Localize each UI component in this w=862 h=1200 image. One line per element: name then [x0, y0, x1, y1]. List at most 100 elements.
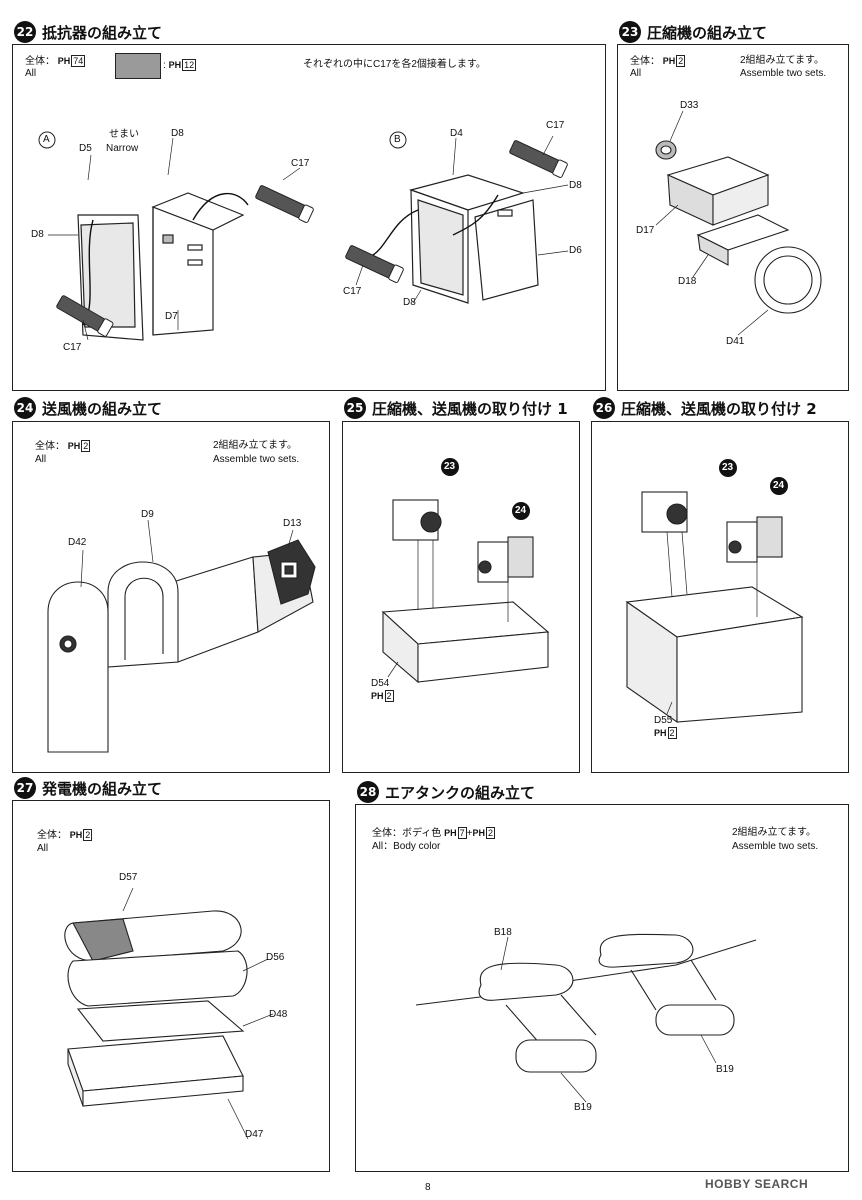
paint-code: 2: [676, 55, 686, 67]
step-number: 27: [14, 777, 36, 799]
label-d33: D33: [680, 100, 699, 111]
compressor-drawing: [655, 110, 822, 336]
ph-icon: PH: [444, 828, 457, 838]
air-tank-drawing: [415, 933, 757, 1103]
watermark: HOBBY SEARCH: [705, 1177, 809, 1191]
label-d55: D55: [654, 715, 673, 726]
label-d5: D5: [79, 143, 92, 154]
ph-icon: PH: [654, 728, 667, 738]
step-number: 23: [619, 21, 641, 43]
label-d18: D18: [678, 276, 697, 287]
note-en: Assemble two sets.: [732, 841, 819, 852]
label-b18: B18: [494, 927, 512, 938]
label-d56: D56: [266, 952, 285, 963]
note-jp: 2組組み立てます。: [213, 440, 298, 451]
label-d6: D6: [569, 245, 582, 256]
step-number: 28: [357, 781, 379, 803]
step-title: 発電機の組み立て: [42, 779, 163, 798]
step-number: 25: [344, 397, 366, 419]
label-c17-a: C17: [291, 158, 310, 169]
step-number: 26: [593, 397, 615, 419]
paint-code: 2: [485, 827, 495, 839]
step-title: 送風機の組み立て: [42, 399, 163, 418]
label-whole: 全体：: [37, 830, 67, 841]
note-en: Assemble two sets.: [213, 454, 300, 465]
label-semai: せまい: [109, 129, 139, 140]
step-title: 圧縮機、送風機の取り付け 1: [372, 399, 568, 418]
step-number: 24: [14, 397, 36, 419]
label-c17-d: C17: [343, 286, 362, 297]
paint-code: 2: [667, 727, 677, 739]
ref-step-23: 23: [722, 462, 734, 473]
paint-code: 2: [81, 440, 91, 452]
paint-code: 7: [457, 827, 467, 839]
label-whole: 全体：: [630, 56, 660, 67]
page-number: 8: [425, 1182, 431, 1193]
label-whole: 全体：ボディ色: [372, 828, 442, 839]
label-d8-a: D8: [171, 128, 184, 139]
ph-icon: PH: [69, 830, 83, 840]
note-en: Assemble two sets.: [740, 68, 827, 79]
step-28-header: 28 エアタンクの組み立て: [357, 781, 535, 803]
label-whole: 全体：: [35, 441, 65, 452]
ph-icon: PH: [67, 441, 81, 451]
note-jp: 2組組み立てます。: [740, 55, 825, 66]
blower-drawing: [47, 519, 316, 753]
mount-drawing-2: [625, 459, 804, 724]
label-d54: D54: [371, 678, 390, 689]
label-d4: D4: [450, 128, 463, 139]
ph-icon: PH: [371, 691, 384, 701]
label-narrow: Narrow: [106, 143, 139, 154]
step-title: 圧縮機の組み立て: [647, 23, 768, 42]
ph-icon: PH: [472, 828, 485, 838]
ph-icon: PH: [57, 56, 71, 66]
label-a: A: [43, 134, 50, 145]
info-all: All: [630, 68, 642, 79]
label-d57: D57: [119, 872, 138, 883]
label-d41: D41: [726, 336, 745, 347]
step-22-header: 22 抵抗器の組み立て: [14, 21, 162, 43]
label-b19-b: B19: [716, 1064, 734, 1075]
label-d9: D9: [141, 509, 154, 520]
label-d8-c: D8: [569, 180, 582, 191]
ref-step-23: 23: [444, 461, 456, 472]
step-title: 圧縮機、送風機の取り付け 2: [621, 399, 817, 418]
label-d42: D42: [68, 537, 87, 548]
paint-code: 12: [182, 59, 197, 71]
label-b19-a: B19: [574, 1102, 592, 1113]
generator-drawing: [64, 887, 274, 1140]
label-c17-c: C17: [546, 120, 565, 131]
label-d47: D47: [245, 1129, 264, 1140]
label-d7: D7: [165, 311, 178, 322]
label-d8-b: D8: [31, 229, 44, 240]
step-title: エアタンクの組み立て: [385, 783, 536, 802]
step-24-header: 24 送風機の組み立て: [14, 397, 162, 419]
ph-icon: PH: [168, 60, 182, 70]
step-23-header: 23 圧縮機の組み立て: [619, 21, 767, 43]
info-all: All: [25, 68, 37, 79]
step-number: 22: [14, 21, 36, 43]
note-jp: 2組組み立てます。: [732, 827, 817, 838]
label-whole: 全体：: [25, 56, 55, 67]
ref-step-24: 24: [773, 480, 785, 491]
step-26-header: 26 圧縮機、送風機の取り付け 2: [593, 397, 817, 419]
step-25-header: 25 圧縮機、送風機の取り付け 1: [344, 397, 568, 419]
ph-icon: PH: [662, 56, 676, 66]
paint-code: 2: [384, 690, 394, 702]
paint-code: 2: [83, 829, 93, 841]
mount-drawing-1: [381, 458, 550, 684]
color-swatch: [115, 53, 161, 79]
